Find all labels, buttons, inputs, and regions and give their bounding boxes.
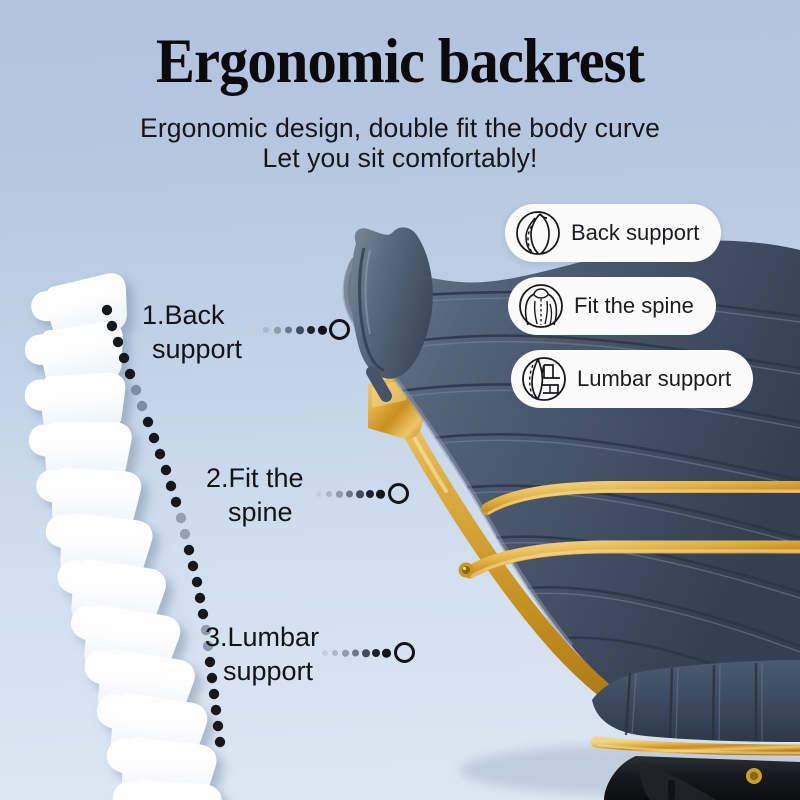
subtitle-line-1: Ergonomic design, double fit the body cu…	[140, 113, 660, 143]
callout-endpoint-ring[interactable]	[388, 483, 409, 504]
callout-label-line2: support	[152, 334, 243, 364]
callout-endpoint-ring[interactable]	[329, 319, 350, 340]
feature-badge-fit-the-spine[interactable]: Fit the spine	[508, 277, 716, 335]
callout-label-line2: spine	[228, 497, 293, 527]
back-support-icon	[516, 211, 560, 255]
callout-endpoint-ring[interactable]	[394, 642, 415, 663]
callout-leader-line	[252, 317, 330, 343]
callout-leader-line	[316, 481, 388, 507]
page-title: Ergonomic backrest	[155, 26, 645, 96]
callout-label-line1: 3.Lumbar	[205, 622, 320, 652]
callout-label-line2: support	[223, 656, 314, 686]
feature-badge-back-support[interactable]: Back support	[505, 204, 722, 262]
feature-badge-lumbar-support[interactable]: Lumbar support	[511, 350, 754, 408]
feature-badge-label: Back support	[571, 220, 700, 245]
feature-badge-label: Lumbar support	[577, 366, 732, 391]
callout-label-line1: 2.Fit the	[206, 463, 304, 493]
callout-leader-line	[322, 640, 394, 666]
spine-icon	[519, 284, 563, 328]
feature-badge-label: Fit the spine	[574, 293, 694, 318]
callout-label-line1: 1.Back	[142, 300, 225, 330]
subtitle-line-2: Let you sit comfortably!	[262, 143, 538, 173]
lumbar-support-icon	[522, 357, 566, 401]
